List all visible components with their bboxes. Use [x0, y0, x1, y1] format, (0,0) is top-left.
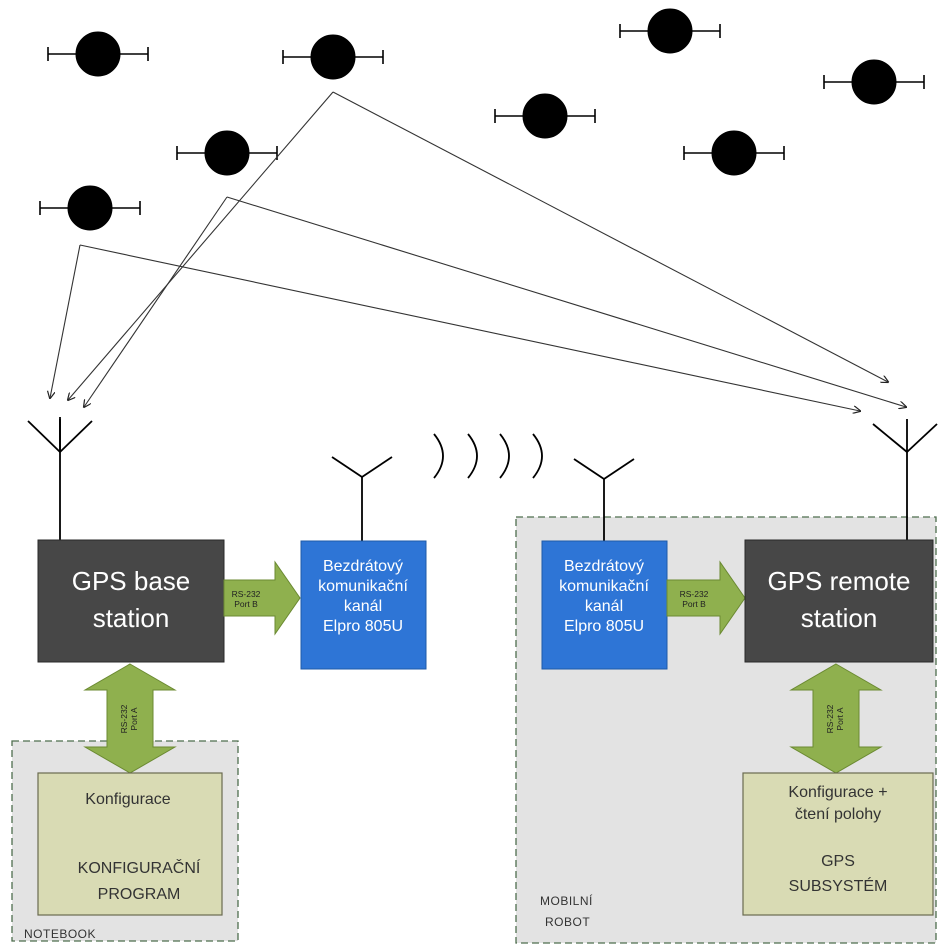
- gps-base-station: [37, 539, 225, 663]
- radio-right-label-line1: Bezdrátový: [564, 558, 644, 575]
- satellite-icon: [823, 59, 925, 105]
- antenna-base: [27, 417, 93, 540]
- signal-line: [68, 91, 334, 400]
- satellites: [39, 8, 925, 231]
- radio-right-label-line4: Elpro 805U: [564, 618, 644, 635]
- radio-left-label-line2: komunikační: [318, 578, 408, 595]
- gps-subsystem-box: [742, 772, 934, 916]
- radio-modem-right: [541, 540, 668, 670]
- signal-line: [84, 196, 228, 407]
- port-a-right-line2: Port A: [835, 707, 845, 730]
- port-b-right-line2: Port B: [682, 599, 706, 609]
- gps-subsystem-top-line2: čtení polohy: [795, 806, 881, 823]
- config-program-name-line1: KONFIGURAČNÍ: [78, 858, 201, 877]
- port-a-right-line1: RS-232: [825, 704, 835, 733]
- gps-remote-station-line2: station: [801, 603, 878, 633]
- signal-line: [226, 196, 906, 407]
- satellite-icon: [47, 31, 149, 77]
- notebook-label: NOTEBOOK: [24, 927, 96, 941]
- radio-wave-arcs: [433, 433, 543, 479]
- satellite-icon: [39, 185, 141, 231]
- port-a-left-line1: RS-232: [119, 704, 129, 733]
- satellite-icon: [683, 130, 785, 176]
- satellite-icon: [282, 34, 384, 80]
- radio-left-label-line4: Elpro 805U: [323, 618, 403, 635]
- config-program-box: [37, 772, 223, 916]
- signal-line: [50, 244, 81, 398]
- robot-label-line1: MOBILNÍ: [540, 893, 593, 908]
- radio-right-label-line3: kanál: [585, 598, 623, 615]
- signal-lines: [50, 91, 906, 411]
- satellite-icon: [494, 93, 596, 139]
- config-program-top: Konfigurace: [85, 791, 170, 808]
- robot-label-line2: ROBOT: [545, 915, 590, 929]
- gps-remote-station: [744, 539, 934, 663]
- gps-remote-station-line1: GPS remote: [767, 566, 910, 596]
- satellite-icon: [176, 130, 278, 176]
- radio-right-label-line2: komunikační: [559, 578, 649, 595]
- gps-base-station-line1: GPS base: [72, 566, 191, 596]
- port-a-left-line2: Port A: [129, 707, 139, 730]
- antenna-radio-right: [573, 458, 635, 541]
- port-b-arrow-right: [666, 560, 746, 636]
- signal-line: [332, 91, 888, 382]
- gps-subsystem-name-line1: GPS: [821, 853, 855, 870]
- antenna-radio-left: [331, 456, 393, 541]
- port-b-left-line1: RS-232: [232, 589, 261, 599]
- radio-modem-left: [300, 540, 427, 670]
- radio-left-label-line3: kanál: [344, 598, 382, 615]
- antenna-remote: [872, 419, 938, 540]
- port-b-arrow-left: [223, 560, 301, 636]
- config-program-name-line2: PROGRAM: [98, 886, 181, 903]
- port-b-right-line1: RS-232: [680, 589, 709, 599]
- signal-line: [79, 244, 860, 411]
- gps-subsystem-name-line2: SUBSYSTÉM: [789, 876, 888, 895]
- gps-subsystem-top-line1: Konfigurace +: [788, 784, 887, 801]
- gps-base-station-line2: station: [93, 603, 170, 633]
- port-b-left-line2: Port B: [234, 599, 258, 609]
- radio-left-label-line1: Bezdrátový: [323, 558, 403, 575]
- satellite-icon: [619, 8, 721, 54]
